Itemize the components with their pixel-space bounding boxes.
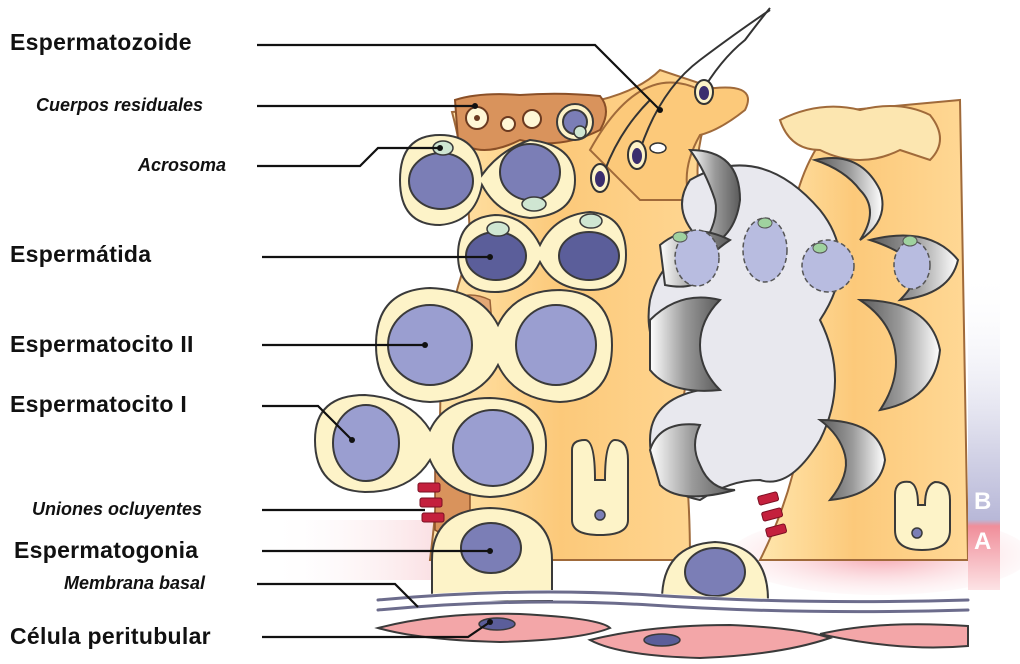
label-espermatocito-i: Espermatocito I — [10, 393, 187, 416]
compartment-label-adluminal: B — [974, 490, 991, 514]
label-espermatozoide: Espermatozoide — [10, 31, 192, 54]
sertoli-right-apical — [780, 106, 940, 160]
label-espermatida: Espermátida — [10, 243, 151, 266]
peritubular-cells — [378, 614, 968, 658]
label-espermatocito-ii: Espermatocito II — [10, 333, 194, 356]
label-membrana-basal: Membrana basal — [64, 574, 205, 592]
label-celula-peritubular: Célula peritubular — [10, 625, 211, 648]
label-uniones-ocluyentes: Uniones ocluyentes — [32, 500, 202, 518]
label-espermatogonia: Espermatogonia — [14, 539, 198, 562]
label-cuerpos-residuales: Cuerpos residuales — [36, 96, 203, 114]
label-acrosoma: Acrosoma — [138, 156, 226, 174]
compartment-label-basal: A — [974, 530, 991, 554]
tight-junctions-left — [418, 483, 444, 522]
primary-spermatocyte-pair — [315, 395, 546, 497]
